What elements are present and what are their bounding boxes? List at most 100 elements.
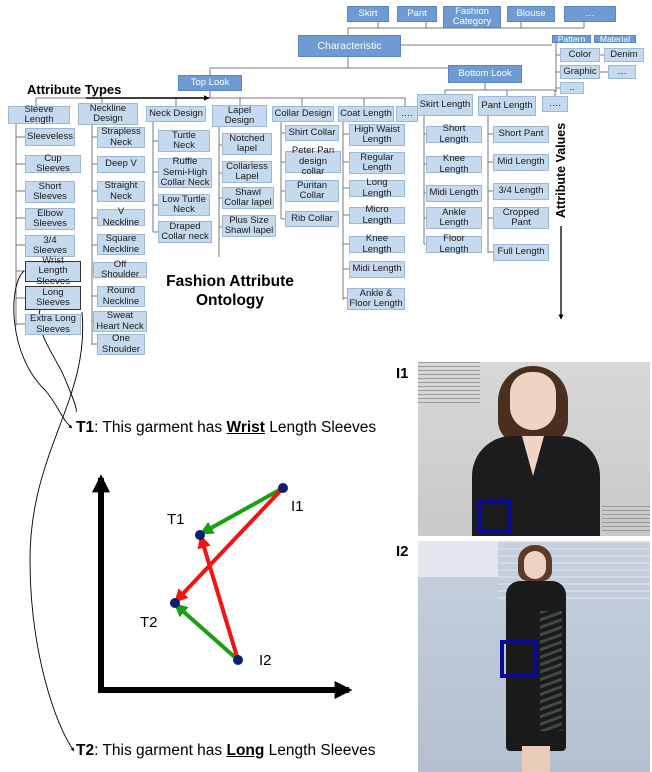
value-skirt-ankle-length: Ankle Length <box>426 207 482 229</box>
arrow-i2-t1 <box>197 534 240 661</box>
value-collarless-lapel: Collarless Lapel <box>222 161 272 183</box>
focus-box-i1 <box>478 500 511 533</box>
t1-keyword: Wrist <box>226 419 265 436</box>
stripes-decoration <box>602 506 650 532</box>
graphic-more-node: … <box>608 65 636 79</box>
embed-label-t2: T2 <box>140 614 158 631</box>
category-pant: Pant <box>397 6 437 22</box>
value-pant-mid-length: Mid Length <box>493 154 549 171</box>
point-i2 <box>233 655 243 665</box>
value-sweat-heart-neck: Sweat Heart Neck <box>93 310 147 332</box>
color-node: Color <box>560 48 600 62</box>
focus-box-i2 <box>500 640 538 678</box>
value-extra-long-sleeves: Extra Long Sleeves <box>25 313 81 335</box>
type-coat-length: Coat Length <box>338 106 394 122</box>
embed-label-i2: I2 <box>259 652 272 669</box>
type-top-more: …. <box>396 106 418 122</box>
value-off-shoulder: Off Shoulder <box>93 259 147 280</box>
value-skirt-floor-length: Floor Length <box>426 233 482 254</box>
value-cropped-pant: Cropped Pant <box>493 207 549 229</box>
image-i1-label: I1 <box>396 365 409 382</box>
value-shawl-collar-lapel: Shawl Collar lapel <box>222 187 274 209</box>
type-skirt-length: Skirt Length <box>417 94 473 116</box>
value-ankle-floor-length: Ankle & Floor Length <box>347 288 405 310</box>
value-draped-collar-neck: Draped Collar neck <box>158 221 212 243</box>
characteristic-node: Characteristic <box>298 35 401 57</box>
ontology-title-line1: Fashion Attribute <box>166 273 294 290</box>
value-shirt-collar: Shirt Collar <box>285 125 339 141</box>
value-low-turtle-neck: Low Turtle Neck <box>158 194 210 216</box>
t2-post: Length Sleeves <box>264 742 376 759</box>
category-more: … <box>564 6 616 22</box>
t1-pre: : This garment has <box>94 419 227 436</box>
wall-panel <box>418 541 498 577</box>
value-skirt-short-length: Short Length <box>426 123 482 144</box>
graphic-node: Graphic <box>560 65 600 79</box>
type-bottom-more: …. <box>542 96 568 112</box>
value-notched-lapel: Notched lapel <box>222 133 272 155</box>
type-collar-design: Collar Design <box>272 106 334 122</box>
photo-i2 <box>418 541 650 772</box>
type-pant-length: Pant Length <box>478 96 536 116</box>
value-long-sleeves: Long Sleeves <box>25 286 81 310</box>
model-legs <box>522 746 550 772</box>
value-coat-knee-length: Knee Length <box>349 233 405 254</box>
value-rib-collar: Rib Collar <box>285 211 339 227</box>
ontology-title: Fashion Attribute Ontology <box>160 272 300 310</box>
value-short-pant: Short Pant <box>493 126 549 143</box>
ontology-title-line2: Ontology <box>195 292 265 309</box>
t2-label: T2 <box>76 742 95 759</box>
value-plus-size-shawl-lapel: Plus Size Shawl lapel <box>222 215 276 237</box>
point-t1 <box>195 530 205 540</box>
value-square-neckline: Square Neckline <box>97 233 145 255</box>
value-straight-neck: Straight Neck <box>97 180 145 202</box>
type-lapel-design: Lapel Design <box>212 105 267 127</box>
value-micro-length: Micro Length <box>349 204 405 225</box>
value-elbow-sleeves: Elbow Sleeves <box>25 208 75 230</box>
t2-pre: : This garment has <box>94 742 227 759</box>
t1-post: Length Sleeves <box>264 419 377 436</box>
stripes-decoration <box>418 362 480 404</box>
value-skirt-midi-length: Midi Length <box>426 185 482 202</box>
value-deep-v: Deep V <box>97 156 145 173</box>
type-neck-design: Neck Design <box>146 106 206 122</box>
image-i2-label: I2 <box>396 543 409 560</box>
t1-caption: T1: This garment has Wrist Length Sleeve… <box>76 419 376 437</box>
embed-label-i1: I1 <box>291 498 304 515</box>
t2-caption: T2: This garment has Long Length Sleeves <box>76 742 376 760</box>
type-neckline-design: Neckline Design <box>78 103 138 125</box>
value-short-sleeves: Short Sleeves <box>25 181 75 203</box>
value-pant-three-quarter-length: 3/4 Length <box>493 183 549 200</box>
material-node: Material <box>594 35 636 43</box>
t1-label: T1 <box>76 419 95 436</box>
value-turtle-neck: Turtle Neck <box>158 130 210 152</box>
bottom-look-node: Bottom Look <box>448 65 522 83</box>
attribute-types-label: Attribute Types <box>27 82 122 97</box>
side-more-node: .. <box>560 82 584 94</box>
value-high-waist-length: High Waist Length <box>349 124 405 146</box>
model-face <box>510 372 556 430</box>
point-i1 <box>278 483 288 493</box>
value-ruffle-neck: Ruffle Semi-High Collar Neck <box>158 157 212 188</box>
attribute-values-label: Attribute Values <box>554 122 568 218</box>
value-one-shoulder: One Shoulder <box>97 333 145 355</box>
value-wrist-length-sleeves: Wrist Length Sleeves <box>25 255 81 287</box>
pattern-node: Pattern <box>552 35 591 43</box>
arrow-i1-t2 <box>174 486 285 603</box>
value-strapless-neck: Strapless Neck <box>97 126 145 148</box>
arrow-i2-t2 <box>173 603 240 662</box>
denim-node: Denim <box>604 48 644 62</box>
category-blouse: Blouse <box>507 6 555 22</box>
value-coat-midi-length: Midi Length <box>349 261 405 278</box>
value-long-length: Long Length <box>349 177 405 198</box>
value-puritan-collar: Puritan Collar <box>285 180 339 202</box>
point-t2 <box>170 598 180 608</box>
embed-label-t1: T1 <box>167 511 185 528</box>
value-skirt-knee-length: Knee Length <box>426 153 482 174</box>
arrow-i1-t1 <box>199 486 284 535</box>
dress-embroidery <box>540 611 562 731</box>
photo-i1 <box>418 362 650 536</box>
category-fashion: Fashion Category <box>443 6 501 28</box>
value-peter-pan-collar: Peter Pan design collar <box>285 146 341 177</box>
